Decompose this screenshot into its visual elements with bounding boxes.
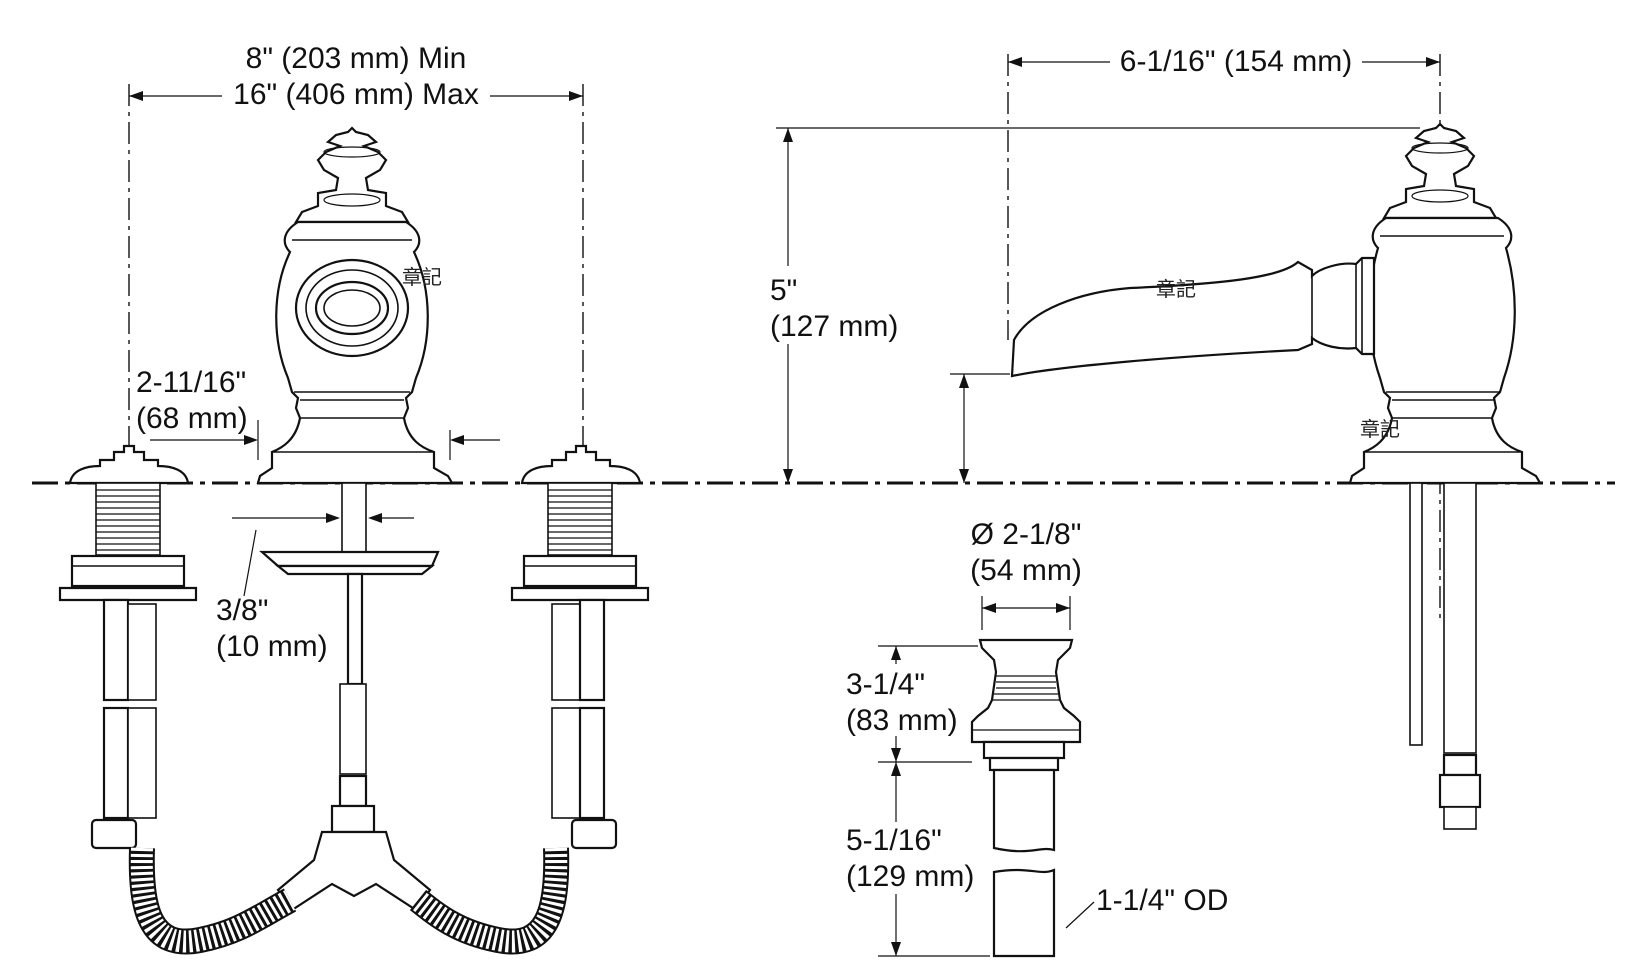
base-dimension: 2-11/16" (68 mm)	[136, 366, 500, 460]
reach-label: 6-1/16" (154 mm)	[1120, 45, 1352, 78]
spread-dimension: 8" (203 mm) Min 16" (406 mm) Max	[128, 42, 584, 580]
height-in-label: 5"	[770, 274, 797, 307]
thickness-dimension: 3/8" (10 mm)	[216, 513, 414, 663]
drain-tail-mm-label: (129 mm)	[846, 860, 974, 893]
left-valve	[58, 444, 198, 850]
center-shank-and-hoses	[128, 482, 570, 955]
reach-dimension: 6-1/16" (154 mm)	[1007, 45, 1441, 620]
drain-tail-in-label: 5-1/16"	[846, 824, 942, 857]
drain-dia-mm-label: (54 mm)	[970, 554, 1082, 587]
tail-od-label: 1-1/4" OD	[1096, 884, 1228, 917]
front-spout: 章記	[256, 126, 454, 485]
drain-assembly: Ø 2-1/8" (54 mm) 3-1/4" (83 mm) 5-1/16" …	[846, 518, 1228, 958]
spread-max-label: 16" (406 mm) Max	[233, 78, 479, 111]
watermark-side: 章記	[1360, 417, 1400, 441]
watermark-front: 章記	[402, 265, 442, 289]
drain-top-in-label: 3-1/4"	[846, 668, 925, 701]
right-valve	[510, 444, 650, 850]
base-mm-label: (68 mm)	[136, 402, 248, 435]
thickness-in-label: 3/8"	[216, 594, 268, 627]
watermark-spout: 章記	[1156, 277, 1196, 301]
drain-dia-in-label: Ø 2-1/8"	[971, 518, 1082, 551]
thickness-mm-label: (10 mm)	[216, 630, 328, 663]
side-faucet: 章記 章記	[1010, 122, 1542, 830]
height-mm-label: (127 mm)	[770, 310, 898, 343]
height-dimension: 5" (127 mm)	[770, 127, 1420, 483]
drain-top-mm-label: (83 mm)	[846, 704, 958, 737]
spread-min-label: 8" (203 mm) Min	[246, 42, 467, 75]
base-in-label: 2-11/16"	[136, 366, 246, 399]
